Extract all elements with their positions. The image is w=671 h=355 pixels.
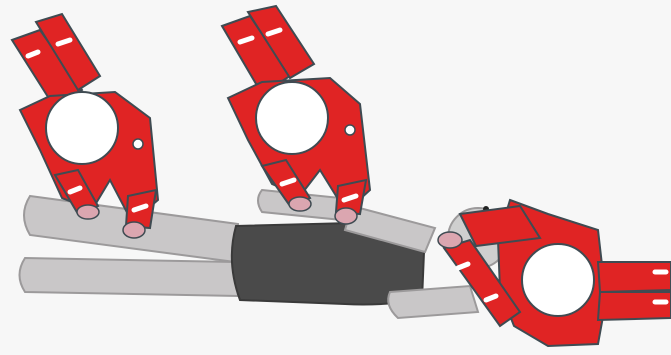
helper-1-head bbox=[46, 92, 118, 164]
helper-2-hand-left bbox=[289, 197, 311, 211]
helper-3-head bbox=[522, 244, 594, 316]
helper-1-hand-right bbox=[123, 222, 145, 238]
patient-leg-lower bbox=[20, 258, 239, 296]
helper-2-button bbox=[345, 125, 355, 135]
helper-3-leg-lower bbox=[598, 292, 671, 320]
helper-1-button bbox=[133, 139, 143, 149]
helper-3-hand bbox=[438, 232, 462, 248]
helper-2-head bbox=[256, 82, 328, 154]
helper-3-leg-upper bbox=[598, 262, 671, 292]
helper-1-hand-left bbox=[77, 205, 99, 219]
helper-2-hand-right bbox=[335, 208, 357, 224]
patient-arm-lower bbox=[388, 286, 478, 318]
